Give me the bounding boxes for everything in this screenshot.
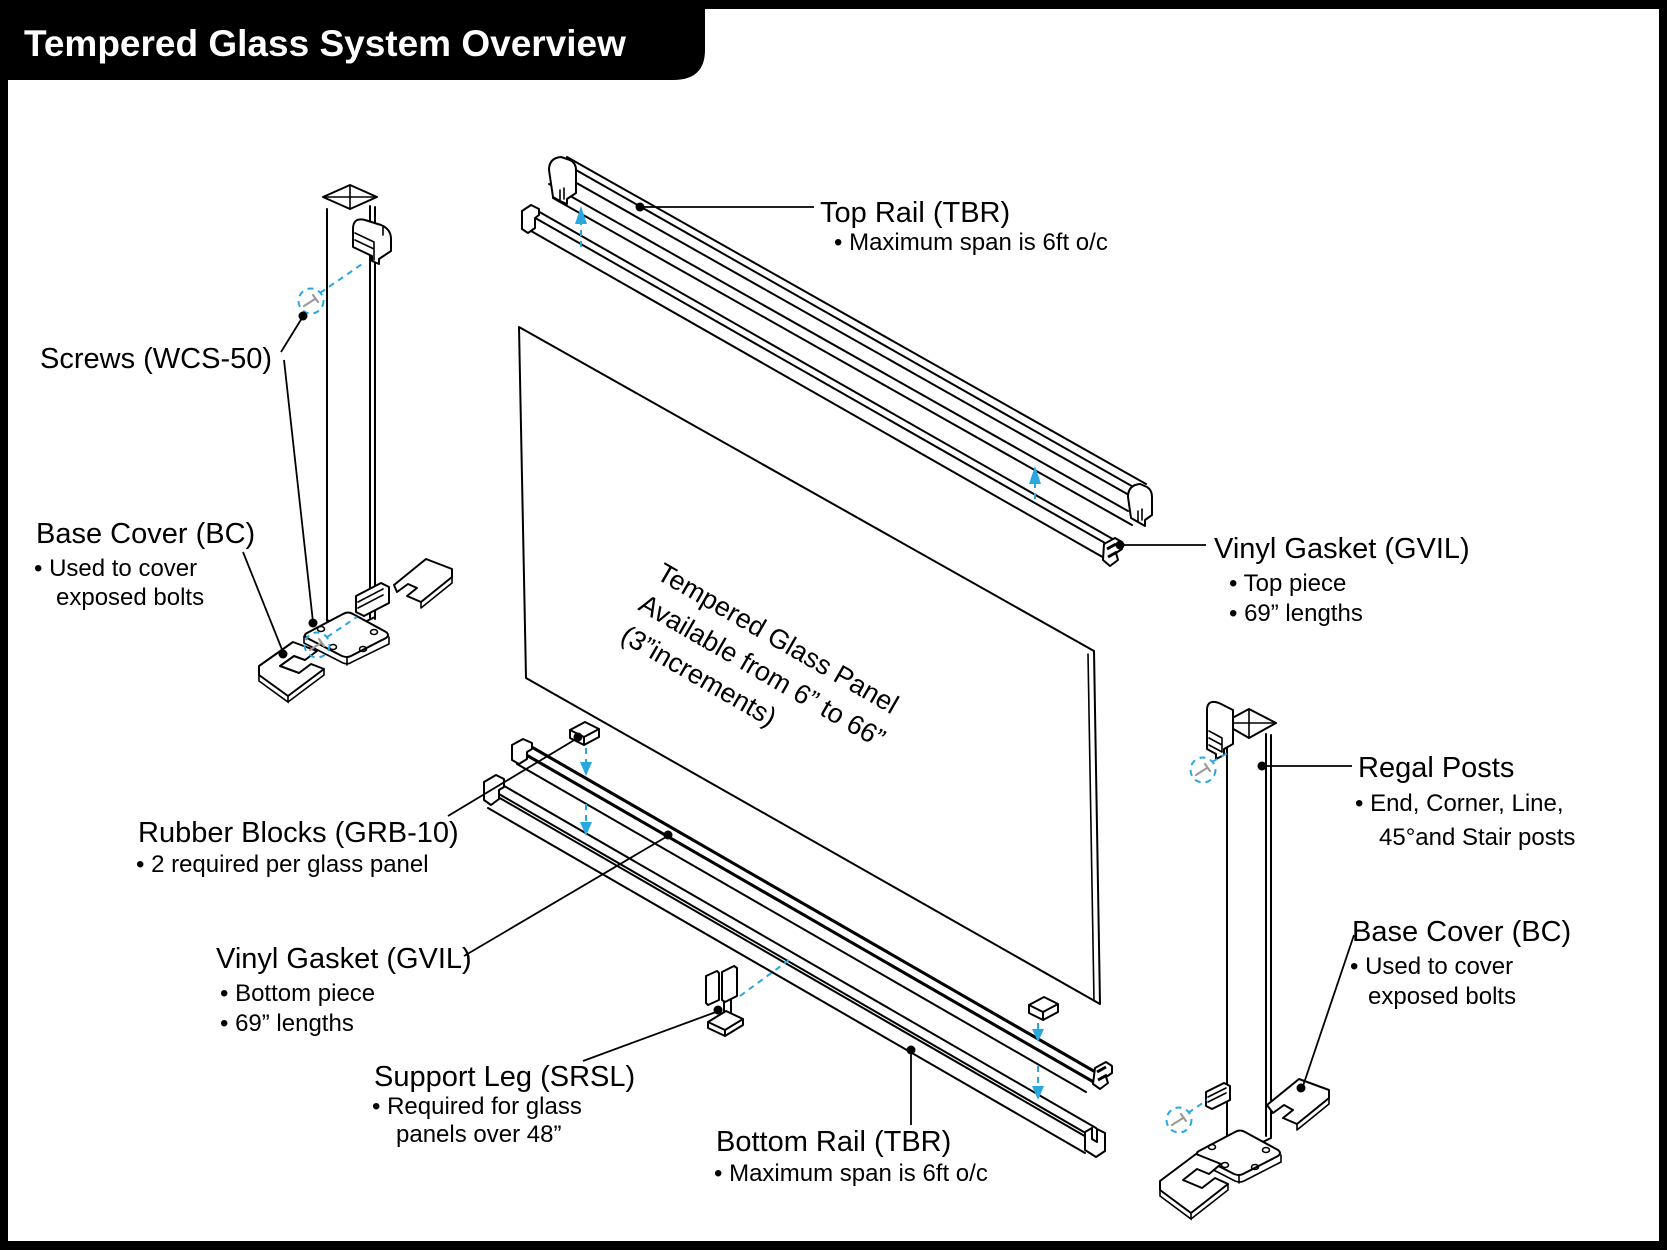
support-leg — [705, 965, 744, 1037]
label-vinyl-gasket-bottom-b2: • 69” lengths — [220, 1010, 354, 1037]
screw-icon — [1194, 762, 1212, 777]
screw-icon — [1170, 1112, 1188, 1127]
left-post — [258, 184, 453, 704]
bottom-gasket-right-end — [1092, 1061, 1113, 1090]
screw-callout-circle — [1165, 1106, 1193, 1134]
label-base-cover-left-b2: exposed bolts — [56, 584, 204, 611]
label-vinyl-gasket-bottom: Vinyl Gasket (GVIL) — [216, 943, 472, 975]
screw-icon — [308, 637, 326, 652]
label-vinyl-gasket-bottom-b1: • Bottom piece — [220, 980, 375, 1007]
callout-dot — [663, 830, 673, 840]
label-support-leg: Support Leg (SRSL) — [374, 1061, 635, 1093]
left-base-cover-right — [393, 558, 453, 609]
left-post-base-plate — [303, 611, 390, 666]
top-vinyl-gasket — [521, 204, 1123, 567]
arrowhead-down-icon — [580, 822, 592, 836]
callout-dot — [298, 311, 308, 321]
callout-dot — [1257, 761, 1267, 771]
leader-rubber-blocks — [447, 738, 577, 817]
leader-base-cover-right — [1302, 934, 1355, 1087]
label-screws: Screws (WCS-50) — [40, 343, 272, 375]
screw-callout-circle — [1189, 756, 1217, 784]
arrowhead-up-icon — [1029, 466, 1041, 484]
screw-link-line — [1211, 750, 1232, 763]
label-support-leg-b1: • Required for glass — [372, 1093, 582, 1120]
rubber-block-2 — [1028, 996, 1059, 1021]
arrowhead-up-icon — [575, 206, 587, 224]
bottom-gasket-left-end — [511, 738, 533, 765]
arrowhead-down-icon — [580, 762, 592, 776]
callout-dot — [1296, 1083, 1306, 1093]
leader-support-leg — [582, 1011, 717, 1062]
screw-callout-circle — [303, 631, 331, 659]
callout-dot — [573, 732, 583, 742]
callout-dot — [635, 202, 645, 212]
label-vinyl-gasket-top-b1: • Top piece — [1229, 570, 1346, 597]
label-bottom-rail-b1: • Maximum span is 6ft o/c — [714, 1160, 988, 1187]
right-post-top-bracket — [1206, 700, 1234, 760]
screw-link-line — [319, 261, 366, 294]
label-bottom-rail: Bottom Rail (TBR) — [716, 1126, 951, 1158]
leader-lines — [242, 202, 1355, 1125]
left-base-cover-left — [258, 641, 325, 704]
bottom-vinyl-gasket — [511, 738, 1113, 1093]
leader-base-cover-left — [242, 551, 284, 653]
label-base-cover-right: Base Cover (BC) — [1352, 916, 1571, 948]
label-rubber-blocks-b1: • 2 required per glass panel — [136, 851, 429, 878]
bottom-rail — [483, 774, 1106, 1158]
label-base-cover-right-b1: • Used to cover — [1350, 953, 1513, 980]
right-post-glass-bracket — [1205, 1082, 1231, 1110]
blue-arrowheads — [575, 206, 1044, 1100]
label-rubber-blocks: Rubber Blocks (GRB-10) — [138, 817, 459, 849]
screw-glyphs — [302, 293, 1212, 1127]
arrowhead-down-icon — [1032, 1086, 1044, 1100]
top-gasket-left-end — [521, 204, 540, 234]
blue-callouts — [297, 224, 1232, 1134]
callout-dot — [278, 649, 288, 659]
callout-dot — [1115, 540, 1125, 550]
left-post-glass-bracket — [355, 582, 390, 617]
screw-link-line — [1187, 1099, 1208, 1114]
bottom-rail-right-end — [1084, 1127, 1106, 1158]
glass-panel: Tempered Glass Panel Available from 6” t… — [518, 326, 1101, 1005]
right-base-cover-right — [1266, 1078, 1330, 1131]
top-rail-left-end — [548, 156, 577, 205]
label-base-cover-left: Base Cover (BC) — [36, 518, 255, 550]
arrowhead-down-icon — [1032, 1029, 1044, 1042]
label-top-rail: Top Rail (TBR) — [820, 197, 1010, 229]
left-post-top-bracket — [352, 218, 392, 265]
callout-dot — [713, 1005, 723, 1015]
leader-screws-top — [280, 317, 303, 353]
screw-callout-circle — [297, 287, 325, 315]
callout-dot — [308, 618, 318, 628]
label-top-rail-b1: • Maximum span is 6ft o/c — [834, 229, 1108, 256]
part-labels: Screws (WCS-50) Base Cover (BC) • Used t… — [34, 197, 1575, 1187]
label-vinyl-gasket-top: Vinyl Gasket (GVIL) — [1214, 533, 1470, 565]
label-regal-posts-b2: 45°and Stair posts — [1379, 824, 1575, 851]
right-base-cover-left — [1159, 1153, 1229, 1221]
label-base-cover-left-b1: • Used to cover — [34, 555, 197, 582]
label-support-leg-b2: panels over 48” — [396, 1121, 561, 1148]
leader-screws-bottom — [283, 359, 314, 623]
label-regal-posts-b1: • End, Corner, Line, — [1355, 790, 1564, 817]
page-title: Tempered Glass System Overview — [24, 23, 626, 64]
label-regal-posts: Regal Posts — [1358, 752, 1514, 784]
screw-icon — [302, 293, 320, 308]
right-post — [1159, 700, 1330, 1221]
title-bar: Tempered Glass System Overview — [0, 0, 705, 80]
leader-vinyl-gasket-bottom — [463, 836, 667, 957]
label-vinyl-gasket-top-b2: • 69” lengths — [1229, 600, 1363, 627]
callout-dot — [906, 1045, 916, 1055]
label-base-cover-right-b2: exposed bolts — [1368, 983, 1516, 1010]
bottom-rail-left-end — [483, 774, 505, 806]
rubber-block-1 — [569, 721, 600, 746]
top-rail-right-end — [1127, 483, 1153, 527]
